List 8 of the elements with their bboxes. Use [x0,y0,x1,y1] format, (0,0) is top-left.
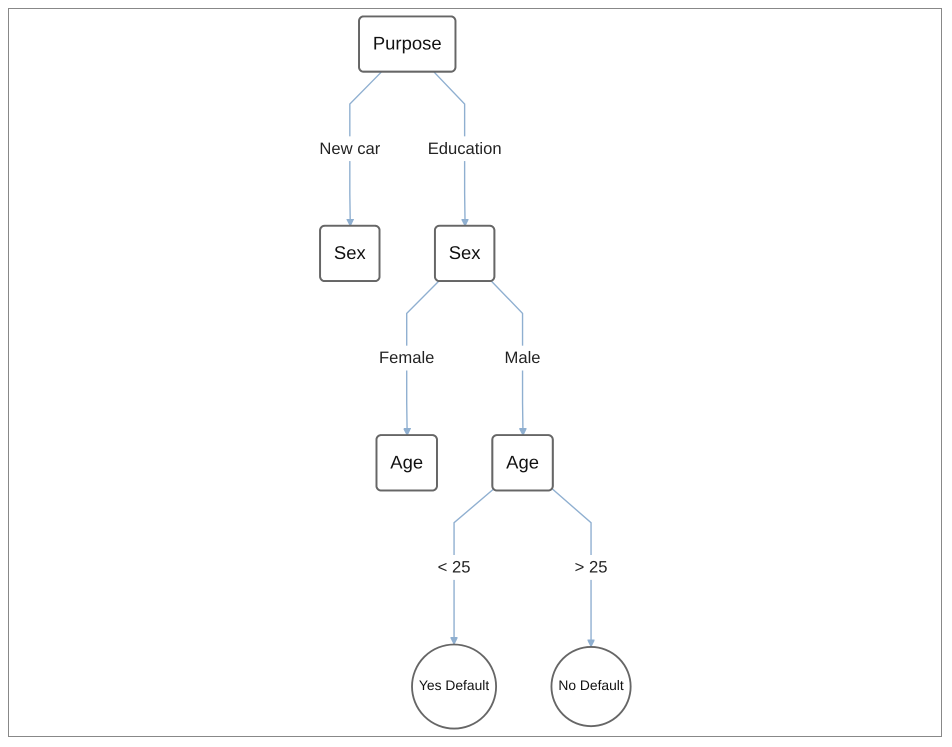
edge-label: New car [319,139,380,158]
node-circle: Yes Default [411,644,497,730]
edge-label: < 25 [438,558,470,576]
edge-label: Education [428,139,502,158]
node-circle: No Default [550,646,632,728]
edge-label: Male [504,348,541,367]
edge-label: Female [379,348,434,367]
edge-label: > 25 [574,558,608,576]
